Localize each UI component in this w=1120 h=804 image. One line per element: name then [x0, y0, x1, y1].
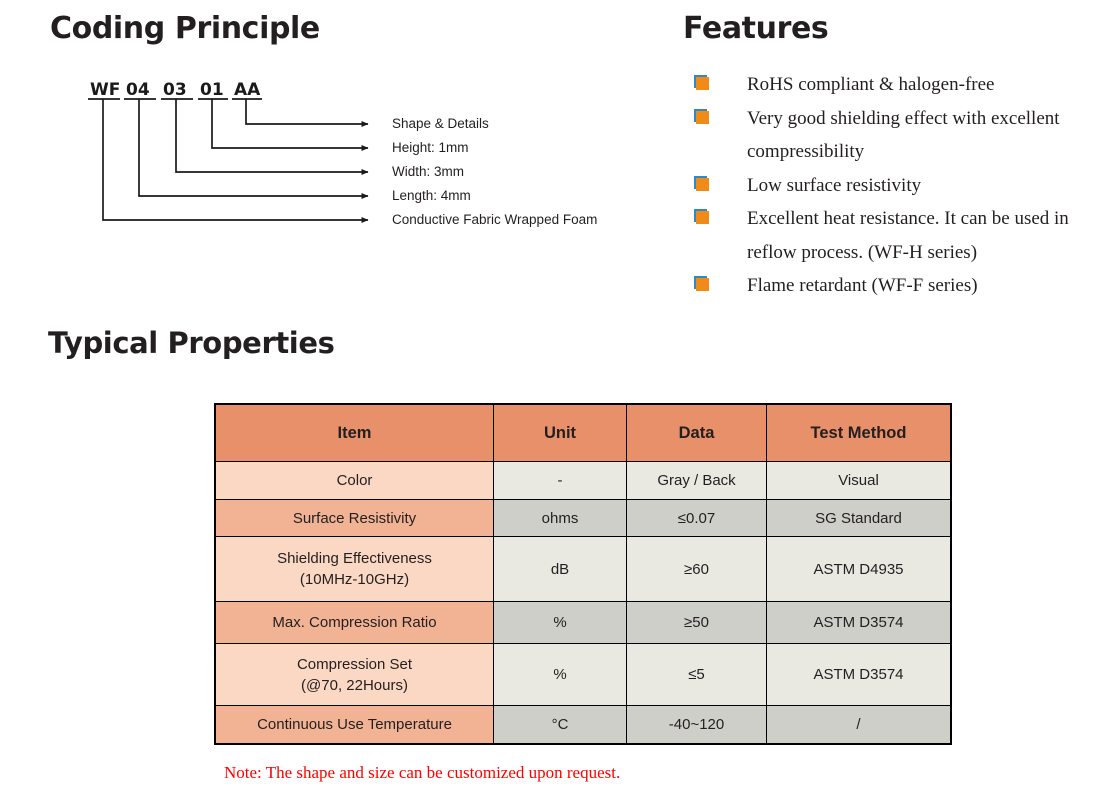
page-title-coding-principle: Coding Principle [50, 11, 320, 46]
table-row: Color - Gray / Back Visual [214, 461, 952, 500]
cell-method: SG Standard [766, 499, 952, 537]
feature-item: RoHS compliant & halogen-free [694, 68, 1104, 102]
cell-unit: - [493, 461, 627, 500]
cell-unit: dB [493, 536, 627, 602]
callout-height: Height: 1mm [392, 140, 469, 155]
feature-text: Low surface resistivity [747, 174, 922, 196]
cell-item: Compression Set (@70, 22Hours) [214, 643, 494, 706]
cell-unit: % [493, 643, 627, 706]
orange-square-bullet-icon [694, 75, 714, 95]
cell-item-line2: (@70, 22Hours) [301, 676, 408, 694]
cell-data: ≥50 [626, 601, 767, 644]
column-header-data: Data [626, 403, 767, 462]
cell-unit: ohms [493, 499, 627, 537]
column-header-item: Item [214, 403, 494, 462]
feature-text: Very good shielding effect with excellen… [747, 107, 1060, 163]
code-token-width: 03 [163, 80, 187, 100]
table-row: Surface Resistivity ohms ≤0.07 SG Standa… [214, 499, 952, 537]
table-row: Shielding Effectiveness (10MHz-10GHz) dB… [214, 536, 952, 602]
cell-data: Gray / Back [626, 461, 767, 500]
cell-method: / [766, 705, 952, 744]
cell-item: Max. Compression Ratio [214, 601, 494, 644]
feature-text: Flame retardant (WF-F series) [747, 275, 978, 296]
cell-method: ASTM D3574 [766, 601, 952, 644]
callout-length: Length: 4mm [392, 188, 471, 203]
orange-square-bullet-icon [694, 108, 714, 129]
coding-principle-diagram: WF 04 03 01 AA [0, 0, 680, 250]
leader-lines [88, 98, 369, 223]
page-title-features: Features [683, 11, 829, 46]
code-token-height: 01 [200, 80, 224, 100]
cell-item: Color [214, 461, 494, 500]
table-header-row: Item Unit Data Test Method [214, 403, 952, 462]
cell-data: -40~120 [626, 705, 767, 744]
code-token-length: 04 [126, 80, 150, 100]
feature-item: Low surface resistivity [694, 169, 1104, 203]
callout-material: Conductive Fabric Wrapped Foam [392, 212, 598, 227]
column-header-unit: Unit [493, 403, 627, 462]
table-row: Compression Set (@70, 22Hours) % ≤5 ASTM… [214, 643, 952, 706]
feature-item: Excellent heat resistance. It can be use… [694, 202, 1104, 269]
code-token-shape: AA [234, 80, 261, 100]
table-row: Max. Compression Ratio % ≥50 ASTM D3574 [214, 601, 952, 644]
cell-item: Shielding Effectiveness (10MHz-10GHz) [214, 536, 494, 602]
feature-text: Excellent heat resistance. It can be use… [747, 208, 1069, 263]
table-row: Continuous Use Temperature °C -40~120 / [214, 705, 952, 744]
cell-method: ASTM D3574 [766, 643, 952, 706]
feature-item: Very good shielding effect with excellen… [694, 102, 1104, 169]
cell-item: Surface Resistivity [214, 499, 494, 537]
code-token-prefix: WF [90, 80, 121, 100]
feature-text: RoHS compliant & halogen-free [747, 74, 995, 95]
features-list: RoHS compliant & halogen-free Very good … [694, 68, 1104, 303]
cell-item-line2: (10MHz-10GHz) [299, 571, 410, 588]
feature-item: Flame retardant (WF-F series) [694, 269, 1104, 303]
orange-square-bullet-icon [694, 175, 714, 196]
typical-properties-table: Item Unit Data Test Method Color - Gray … [214, 403, 952, 745]
orange-square-bullet-icon [694, 209, 714, 229]
cell-unit: % [493, 601, 627, 644]
cell-item-line1: Shielding Effectiveness [277, 550, 432, 567]
cell-data: ≤5 [626, 643, 767, 706]
callout-width: Width: 3mm [392, 164, 465, 179]
page-title-typical-properties: Typical Properties [48, 326, 335, 360]
callout-shape-details: Shape & Details [392, 116, 489, 131]
cell-method: ASTM D4935 [766, 536, 952, 602]
cell-unit: °C [493, 705, 627, 744]
note-text: Note: The shape and size can be customiz… [224, 763, 621, 782]
orange-square-bullet-icon [694, 276, 714, 296]
column-header-method: Test Method [766, 403, 952, 462]
cell-item: Continuous Use Temperature [214, 705, 494, 744]
cell-method: Visual [766, 461, 952, 500]
cell-data: ≥60 [626, 536, 767, 602]
cell-data: ≤0.07 [626, 499, 767, 537]
cell-item-line1: Compression Set [296, 655, 413, 673]
